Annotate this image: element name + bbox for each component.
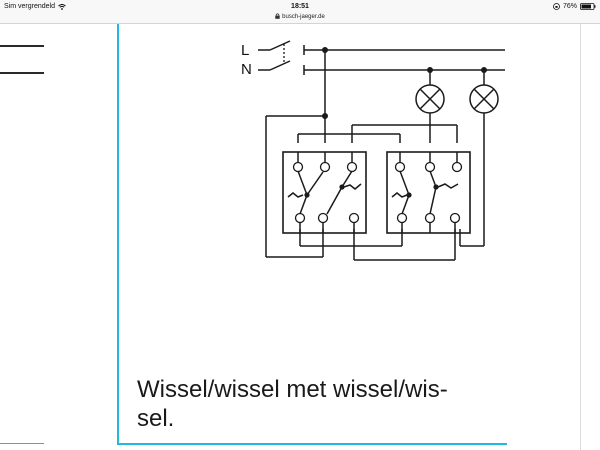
status-bar: Sim vergrendeld 18:51 busch-jaeger.de 76… — [0, 0, 600, 24]
battery-status: 76% — [553, 3, 596, 10]
left-accent-line — [0, 443, 44, 444]
main-switch — [258, 40, 305, 75]
left-menu-line-2 — [0, 72, 44, 74]
orientation-lock-icon — [553, 3, 560, 10]
caption-line-1: Wissel/wissel met wissel/wis- — [137, 376, 448, 403]
right-divider — [580, 24, 581, 450]
switch-unit-2 — [386, 151, 471, 234]
lamp-2 — [469, 84, 499, 114]
switch-unit-1 — [282, 151, 367, 234]
battery-icon — [580, 3, 596, 10]
live-label: L — [241, 42, 249, 59]
lamp-1 — [415, 84, 445, 114]
carrier-label: Sim vergrendeld — [4, 3, 55, 10]
carrier-status: Sim vergrendeld — [4, 3, 66, 10]
url-text: busch-jaeger.de — [282, 14, 325, 20]
left-menu-line-1 — [0, 45, 44, 47]
page-content: L N — [0, 24, 600, 450]
diagram-caption: Wissel/wissel met wissel/wis- sel. — [137, 375, 497, 433]
neutral-label: N — [241, 61, 252, 78]
wiring-diagram: L N — [241, 40, 505, 261]
clock: 18:51 — [291, 3, 309, 10]
wifi-icon — [58, 3, 66, 10]
caption-line-2: sel. — [137, 405, 175, 432]
content-accent-vertical — [117, 24, 119, 445]
battery-percent: 76% — [562, 3, 577, 10]
address-bar[interactable]: busch-jaeger.de — [0, 13, 600, 20]
lock-icon — [275, 13, 280, 19]
content-accent-horizontal — [117, 443, 507, 445]
